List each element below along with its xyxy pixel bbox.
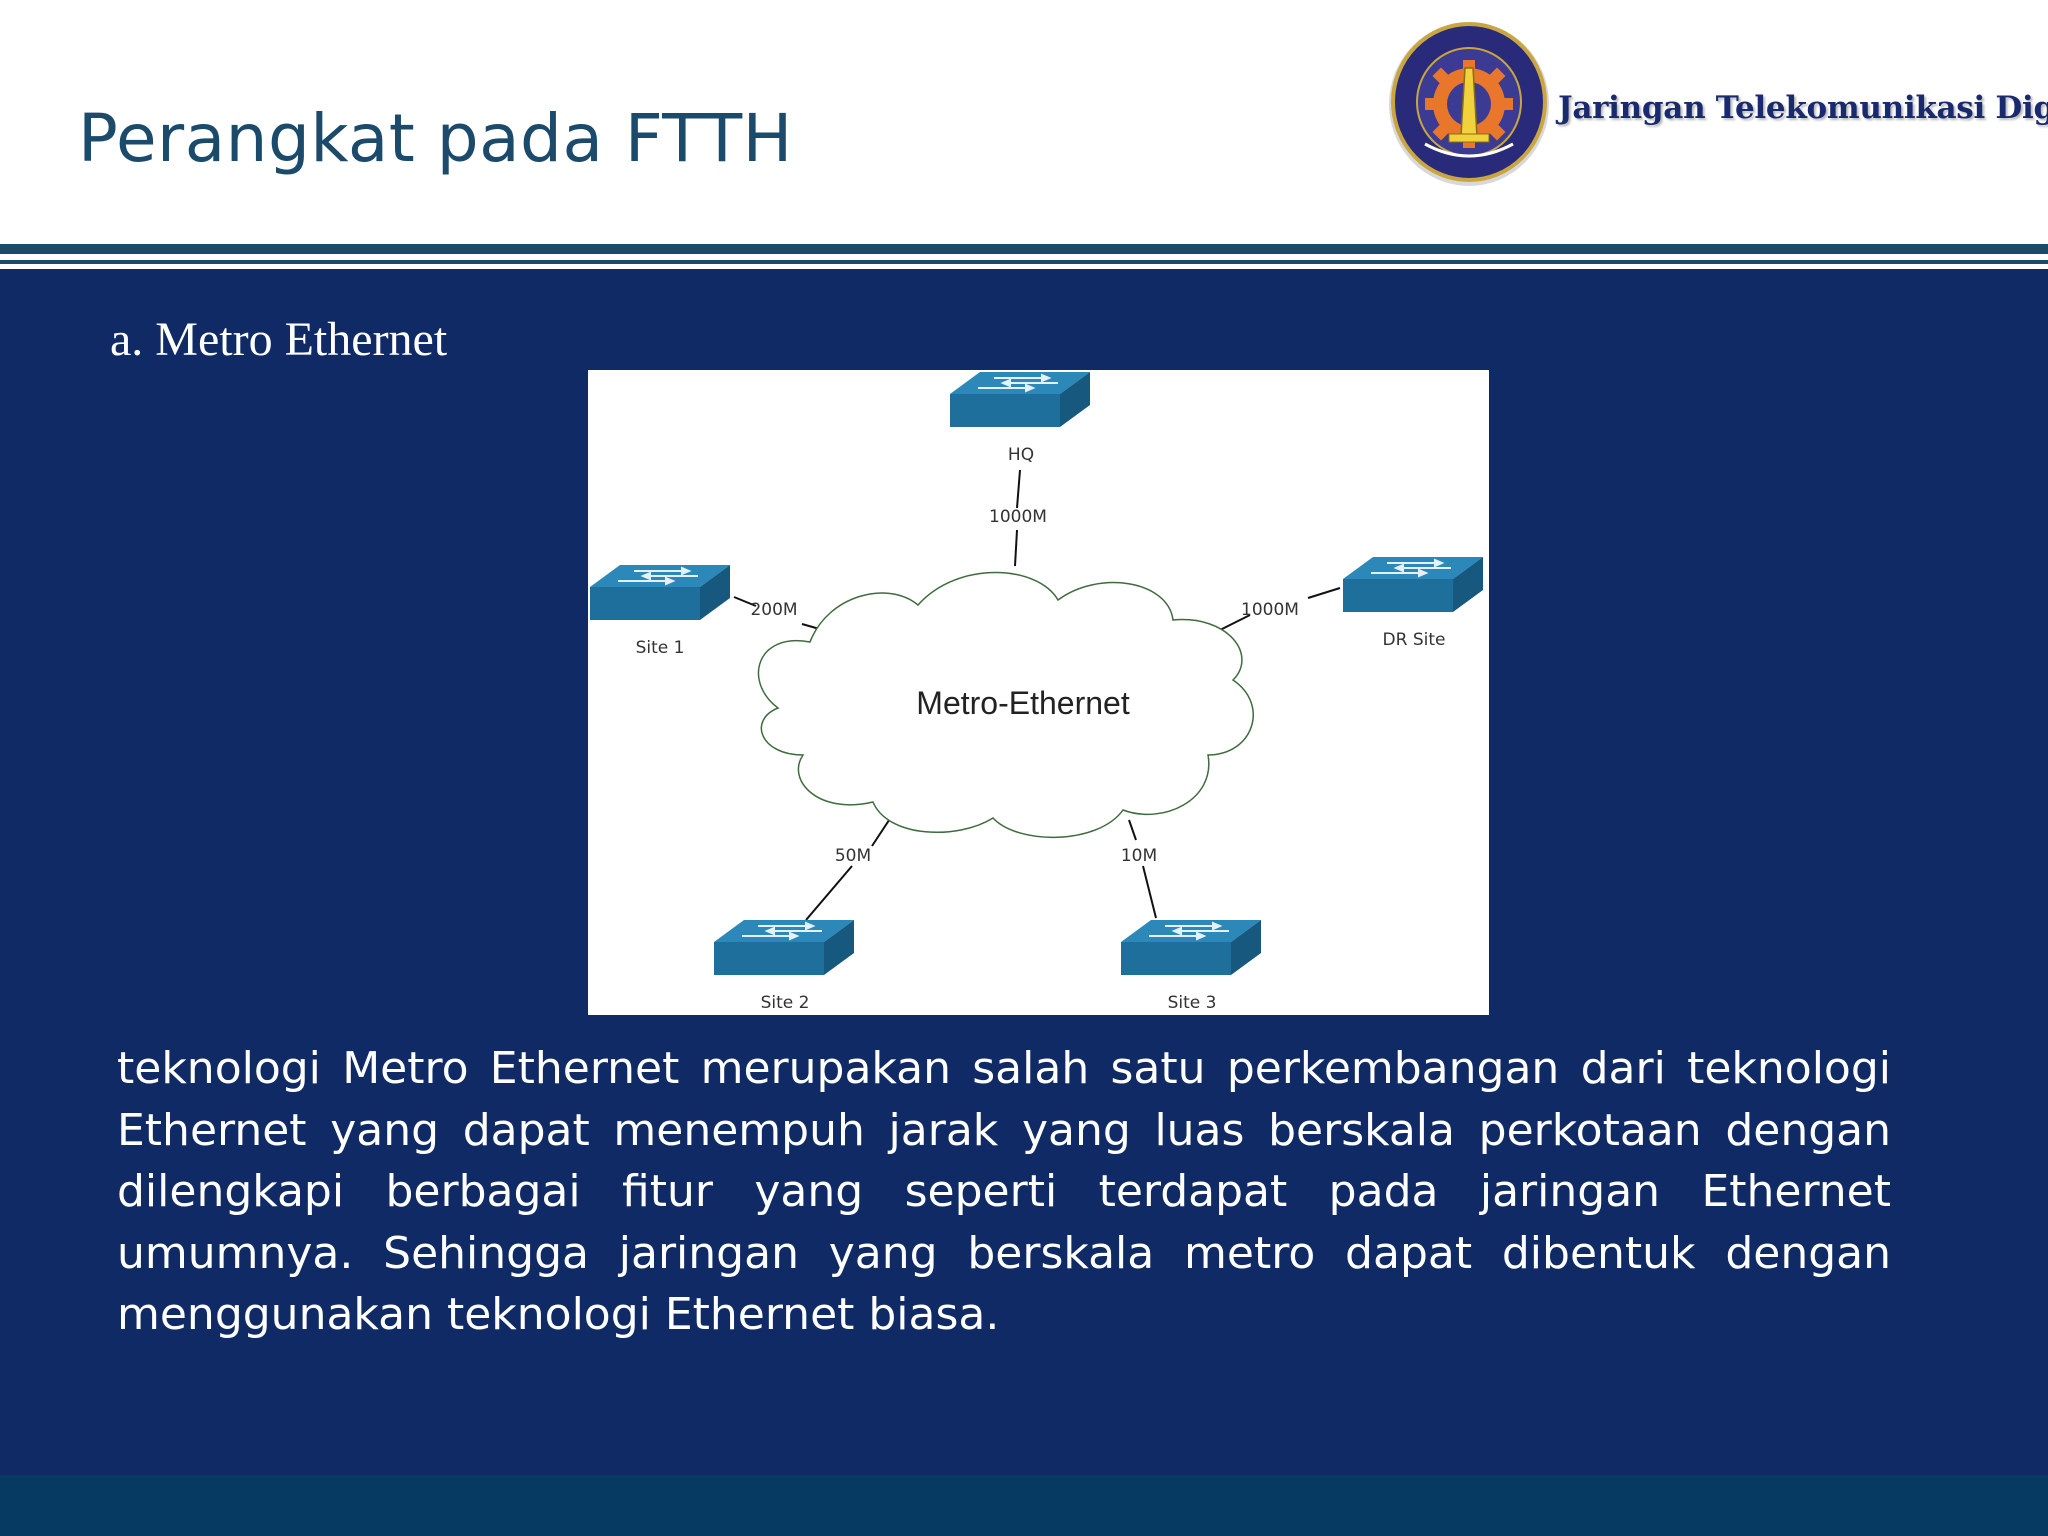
section-subtitle: a. Metro Ethernet — [110, 313, 448, 366]
footer-band — [0, 1475, 2048, 1536]
node-label-site-3: Site 3 — [1168, 993, 1217, 1013]
switch-icon — [1342, 556, 1484, 613]
switch-icon — [713, 919, 855, 976]
body-paragraph: teknologi Metro Ethernet merupakan salah… — [117, 1043, 1891, 1340]
metro-ethernet-diagram: Metro-Ethernet HQ 1000M Site 1 200M DR S… — [588, 370, 1489, 1015]
metro-ethernet-cloud — [757, 571, 1254, 839]
header-rule-thick — [0, 244, 2048, 254]
slide-title: Perangkat pada FTTH — [78, 100, 793, 177]
switch-icon — [589, 564, 731, 621]
link-speed-site-2: 50M — [835, 846, 871, 866]
header-rule-thin — [0, 260, 2048, 264]
polinema-logo — [1389, 22, 1549, 186]
link-speed-site-1: 200M — [750, 600, 797, 620]
switch-icon — [949, 371, 1091, 428]
brand-title: Jaringan Telekomunikasi Digital — [1558, 90, 2048, 126]
node-label-dr-site: DR Site — [1383, 630, 1446, 650]
link-speed-hq: 1000M — [989, 507, 1047, 527]
link-speed-dr-site: 1000M — [1241, 600, 1299, 620]
switch-icon — [1120, 919, 1262, 976]
slide-header — [0, 0, 2048, 245]
cloud-label: Metro-Ethernet — [916, 685, 1130, 721]
link-speed-site-3: 10M — [1121, 846, 1157, 866]
node-label-site-1: Site 1 — [636, 638, 685, 658]
node-label-site-2: Site 2 — [761, 993, 810, 1013]
node-label-hq: HQ — [1008, 445, 1034, 465]
